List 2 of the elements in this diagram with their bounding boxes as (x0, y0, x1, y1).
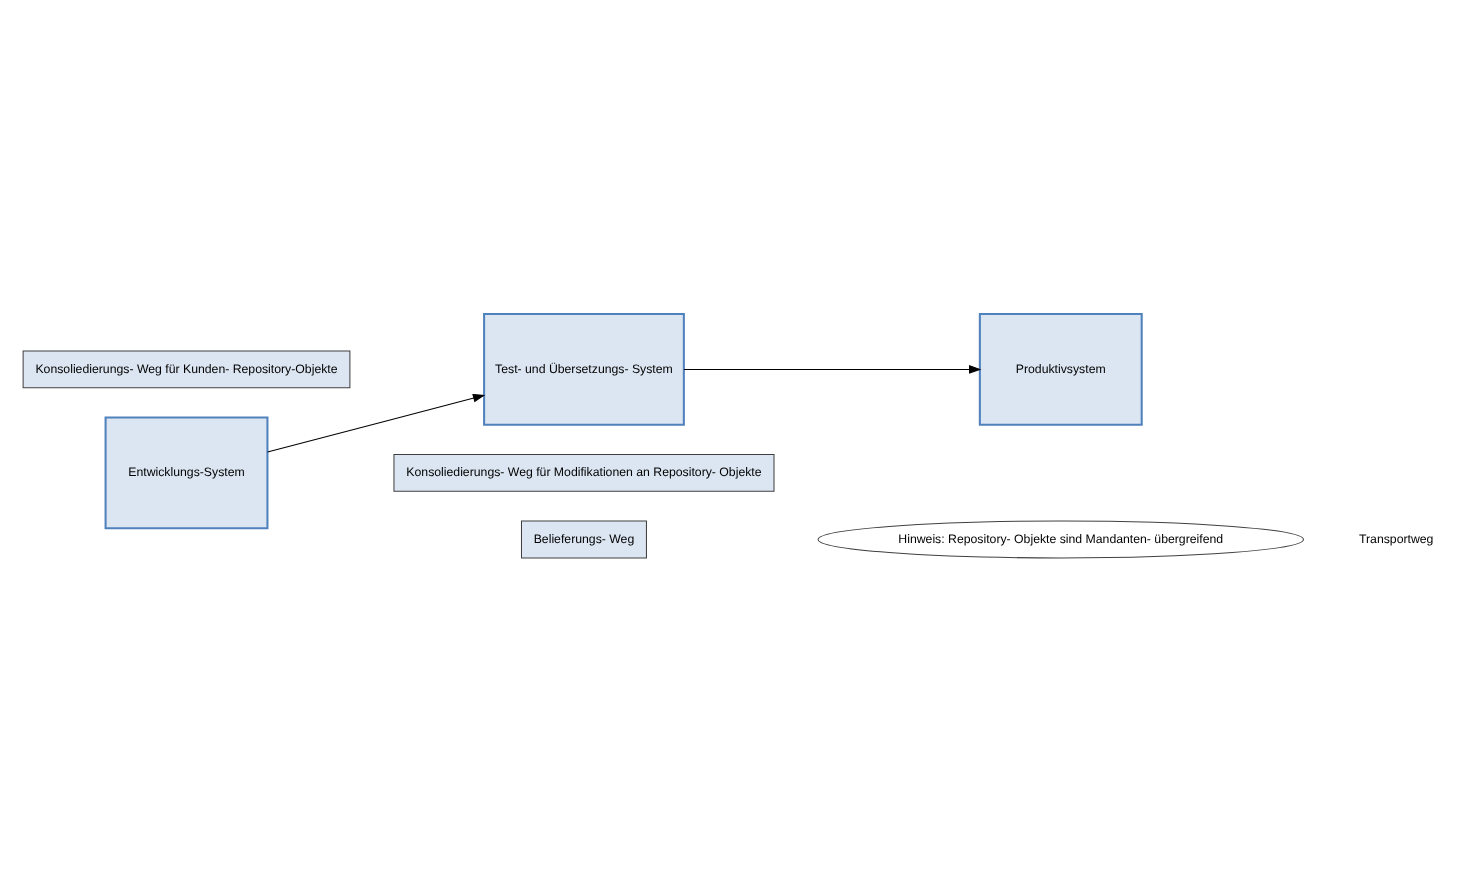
arrow (683, 365, 982, 374)
arrow (267, 393, 486, 453)
